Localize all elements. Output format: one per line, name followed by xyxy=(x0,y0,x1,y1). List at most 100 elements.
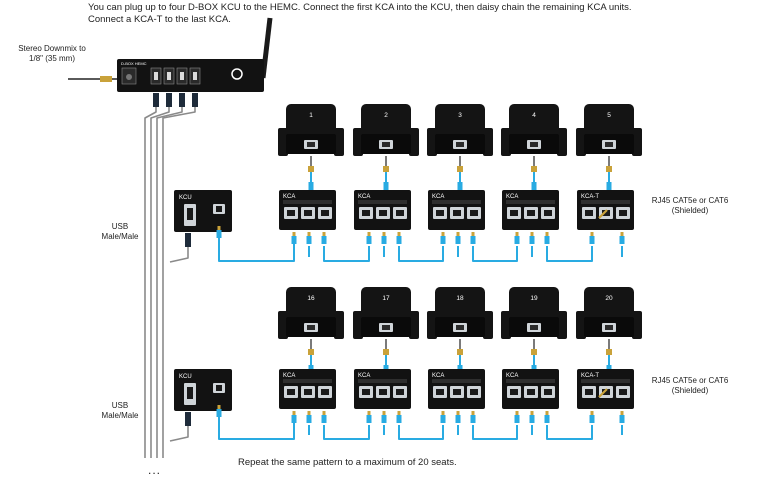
seat-chair: 17 xyxy=(353,287,419,377)
audio-jack-icon xyxy=(126,74,132,80)
chair-armrest-left xyxy=(427,311,437,339)
usb-cable xyxy=(150,107,170,458)
rj45-plug-body xyxy=(396,415,402,423)
rj45-plug-body xyxy=(291,236,297,244)
kcu-to-kca-cable xyxy=(218,228,295,262)
seat-number-text: 19 xyxy=(530,295,538,302)
unit-label-text: KCA xyxy=(432,194,444,200)
rj45-connector xyxy=(529,232,535,244)
rj45-connector xyxy=(544,411,550,423)
chair-armrest-left xyxy=(353,128,363,156)
chair-back xyxy=(509,104,559,138)
unit-port-icon xyxy=(379,210,387,216)
rj45-plug-tip xyxy=(397,411,401,415)
rj45-connector xyxy=(216,226,222,238)
seat-number-text: 16 xyxy=(307,295,315,302)
kcu-label-text: KCU xyxy=(179,195,192,201)
unit-port-icon xyxy=(287,389,295,395)
unit-port-icon xyxy=(287,210,295,216)
chair-armrest-left xyxy=(576,128,586,156)
seat-chair: 16 xyxy=(278,287,344,377)
rj45-plug-body xyxy=(455,236,461,244)
usb-cable xyxy=(156,107,183,458)
kca-t-unit: KCA-T xyxy=(577,190,634,230)
seat-chair: 1 xyxy=(278,104,344,194)
rj45-plug-tip xyxy=(382,411,386,415)
chair-armrest-right xyxy=(409,128,419,156)
kcu-usb-plug xyxy=(185,233,191,247)
antenna xyxy=(260,17,273,79)
intro-line-1: You can plug up to four D-BOX KCU to the… xyxy=(88,2,632,13)
rj45-connector xyxy=(455,232,461,244)
unit-port-icon xyxy=(396,210,404,216)
daisy-chain-cable xyxy=(398,246,444,262)
unit-label-text: KCA xyxy=(506,194,518,200)
kcu-usb-plug xyxy=(185,412,191,426)
rj45-connector xyxy=(306,232,312,244)
rj45-plug-body xyxy=(514,236,520,244)
seat-chair: 4 xyxy=(501,104,567,194)
daisy-chain-cable xyxy=(472,425,518,440)
terminator-plug-icon xyxy=(598,209,608,219)
seat-chair: 5 xyxy=(576,104,642,194)
kcu-rj45-port-icon xyxy=(216,206,222,212)
chair-armrest-left xyxy=(427,128,437,156)
rj45-plug-body xyxy=(383,182,389,190)
chair-armrest-right xyxy=(334,311,344,339)
unit-header-strip xyxy=(283,200,332,204)
daisy-chain-cable xyxy=(472,246,518,262)
rj45-plug-tip xyxy=(322,411,326,415)
rj45-connector xyxy=(440,411,446,423)
rj45-plug-tip xyxy=(307,232,311,236)
rj45-connector xyxy=(589,411,595,423)
rj45-plug-tip xyxy=(456,232,460,236)
chair-port-icon xyxy=(530,142,538,147)
seat-number-text: 17 xyxy=(382,295,390,302)
usb-plug xyxy=(179,93,185,107)
rj45-plug-body xyxy=(396,236,402,244)
kcu-to-kca-cable xyxy=(218,407,295,440)
chair-armrest-left xyxy=(278,311,288,339)
seat-chair: 2 xyxy=(353,104,419,194)
usb-label-row-1: USB Male/Male xyxy=(90,222,150,242)
chair-armrest-right xyxy=(557,128,567,156)
unit-port-icon xyxy=(362,389,370,395)
chair-back xyxy=(509,287,559,321)
chair-back xyxy=(584,104,634,138)
chair-port-icon xyxy=(456,142,464,147)
rj45-connector xyxy=(514,411,520,423)
chair-connector xyxy=(457,349,463,355)
unit-port-icon xyxy=(602,210,610,216)
usb-port-icon xyxy=(180,72,184,80)
rj45-connector xyxy=(216,405,222,417)
usb-cable xyxy=(162,107,196,458)
rj45-plug-tip xyxy=(545,411,549,415)
chair-connector xyxy=(531,349,537,355)
rj45-plug-tip xyxy=(545,232,549,236)
unit-port-icon xyxy=(304,210,312,216)
usb-port-icon xyxy=(167,72,171,80)
chair-port-icon xyxy=(456,325,464,330)
unit-port-icon xyxy=(379,389,387,395)
footer-note: Repeat the same pattern to a maximum of … xyxy=(238,457,457,468)
chair-connector xyxy=(308,349,314,355)
seat-number-text: 1 xyxy=(309,112,313,119)
rj45-label-row-2: RJ45 CAT5e or CAT6 (Shielded) xyxy=(640,376,740,396)
unit-port-icon xyxy=(602,389,610,395)
power-button-icon xyxy=(231,68,243,80)
chair-port-icon xyxy=(307,142,315,147)
kcu-usb-cable xyxy=(169,247,189,263)
rj45-plug-body xyxy=(216,409,222,417)
rj45-plug-tip xyxy=(515,411,519,415)
rj45-plug-body xyxy=(308,182,314,190)
stereo-downmix-label: Stereo Downmix to 1/8" (35 mm) xyxy=(10,44,94,64)
unit-label-text: KCA xyxy=(506,373,518,379)
rj45-plug-body xyxy=(440,415,446,423)
chair-armrest-right xyxy=(483,128,493,156)
rj45-plug-tip xyxy=(441,232,445,236)
chair-back xyxy=(435,104,485,138)
rj45-label-line-2: (Shielded) xyxy=(671,386,709,395)
